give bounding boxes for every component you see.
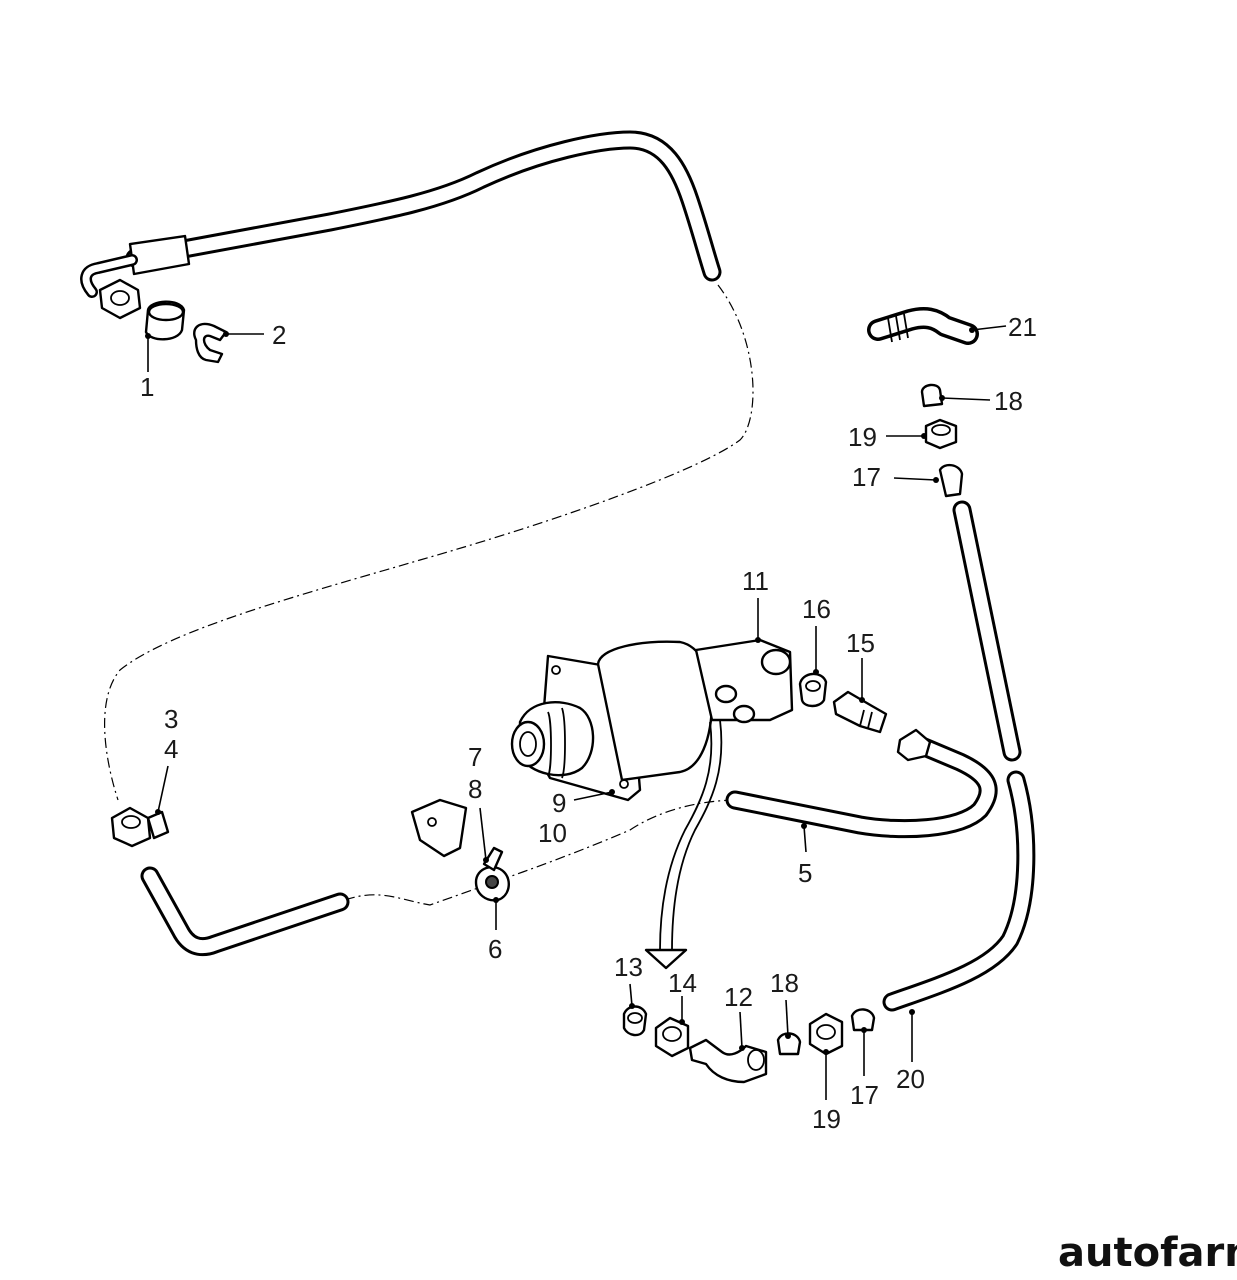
sleeve-part-1 (144, 300, 186, 341)
callout-17-bottom: 17 (850, 1080, 879, 1110)
hose-routing-line (104, 284, 754, 906)
callout-labels: 1 2 3 4 5 6 7 8 9 10 11 12 13 14 15 16 1… (140, 312, 1037, 1134)
clutch-master-cylinder-part-11 (510, 638, 794, 802)
callout-17-top: 17 (852, 462, 881, 492)
lower-left-hose (140, 866, 350, 957)
callout-21: 21 (1008, 312, 1037, 342)
nut-part-19-top (924, 418, 958, 450)
callout-8: 8 (468, 774, 482, 804)
callout-2: 2 (272, 320, 286, 350)
callout-3: 3 (164, 704, 178, 734)
hose-part-20 (882, 770, 1036, 1012)
callout-18-bottom: 18 (770, 968, 799, 998)
callout-5: 5 (798, 858, 812, 888)
hose-part-5 (725, 728, 998, 839)
callout-1: 1 (140, 372, 154, 402)
feed-line-arrow (644, 719, 723, 970)
elbow-hose-part-21 (867, 307, 979, 345)
callout-15: 15 (846, 628, 875, 658)
callout-13: 13 (614, 952, 643, 982)
right-vertical-hose (952, 500, 1022, 762)
fitting-part-17-top (938, 463, 964, 498)
fitting-part-17-bottom (850, 1008, 876, 1032)
callout-9: 9 (552, 788, 566, 818)
washer-part-16 (798, 672, 828, 708)
callout-10: 10 (538, 818, 567, 848)
leader-lines (145, 325, 1007, 1100)
callout-20: 20 (896, 1064, 925, 1094)
watermark-autofarm: autofarm (1058, 1230, 1237, 1276)
callout-4: 4 (164, 734, 178, 764)
callout-14: 14 (668, 968, 697, 998)
clip-part-2 (193, 322, 228, 364)
callout-19-top: 19 (848, 422, 877, 452)
callout-18-top: 18 (994, 386, 1023, 416)
callout-12: 12 (724, 982, 753, 1012)
cap-part-18-top (920, 383, 944, 408)
callout-6: 6 (488, 934, 502, 964)
callout-16: 16 (802, 594, 831, 624)
upper-hose (80, 130, 722, 298)
nut-part-19-bottom (808, 1012, 844, 1056)
callout-19-bottom: 19 (812, 1104, 841, 1134)
nut-part-14 (654, 1016, 690, 1058)
nut-part-13 (622, 1005, 648, 1037)
bracket-plate (410, 798, 468, 858)
nut-part-1 (98, 278, 142, 320)
clamp-part-6-7-8 (474, 846, 510, 902)
callout-11: 11 (742, 566, 769, 596)
union-part-15 (832, 690, 888, 734)
elbow-part-12 (688, 1038, 768, 1084)
callout-7: 7 (468, 742, 482, 772)
cap-part-18-bottom (776, 1032, 802, 1056)
